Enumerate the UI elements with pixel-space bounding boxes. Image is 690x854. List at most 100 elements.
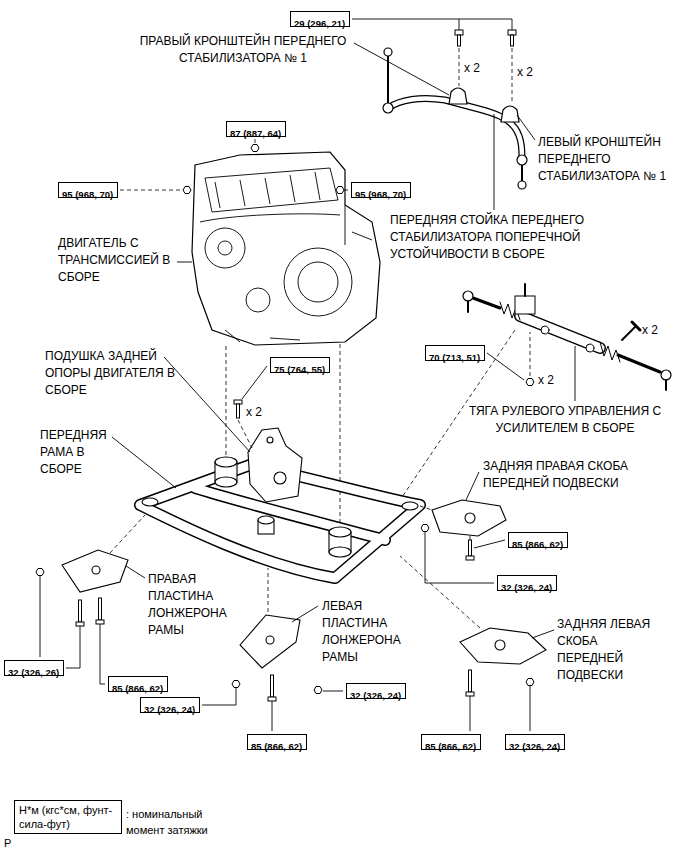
quantity-label: x 2 — [464, 60, 480, 77]
dashed-guide — [120, 190, 182, 191]
engine-mount — [215, 457, 237, 467]
torque-spec-box: 29 (296, 21) — [290, 11, 350, 27]
engine-detail — [205, 168, 338, 212]
nut-symbol — [232, 681, 240, 688]
dashed-guide — [420, 506, 432, 510]
bolt-symbol — [76, 622, 84, 626]
nut-symbol — [526, 679, 534, 686]
torque-spec-box: 85 (866, 62) — [508, 532, 568, 548]
torque-spec-box: 32 (326, 24) — [140, 697, 200, 713]
stabilizer-bar — [383, 103, 393, 113]
engine-detail — [215, 172, 320, 208]
quantity-label: x 2 — [538, 372, 554, 389]
bolt-symbol — [469, 540, 472, 556]
steering-rack — [661, 370, 671, 380]
leader-line — [487, 353, 524, 380]
bolt-symbol — [268, 697, 276, 701]
leader-line — [425, 532, 494, 583]
part-label: ПЕРЕДНЯЯ СТОЙКА ПЕРЕДНЕГО СТАБИЛИЗАТОРА … — [390, 212, 622, 263]
leader-line — [487, 346, 575, 401]
torque-value: 95 (968, 70) — [62, 189, 113, 201]
dashed-guide — [459, 48, 512, 104]
bolt-symbol — [455, 30, 463, 35]
bolt-symbol — [76, 598, 104, 626]
leader-line — [242, 366, 267, 399]
steering-rack — [524, 284, 526, 296]
bolt-symbol — [469, 670, 472, 692]
steering-rack — [463, 284, 671, 390]
leader-line — [512, 19, 513, 30]
dashed-guide — [512, 48, 513, 104]
dashed-guide — [459, 48, 460, 86]
suspension-bracket — [460, 628, 546, 664]
leader-line — [112, 437, 176, 488]
stabilizer-bar — [518, 181, 526, 189]
torque-value: 32 (326, 24) — [509, 741, 560, 753]
leader-line — [466, 472, 479, 500]
torque-spec-box: 32 (326, 26) — [4, 660, 64, 676]
steering-rack — [473, 298, 500, 308]
rear-engine-mount — [274, 472, 286, 484]
torque-value: 32 (326, 24) — [144, 704, 195, 716]
steering-rack — [541, 326, 549, 334]
stabilizer-bar — [383, 48, 527, 189]
front-frame — [140, 465, 420, 578]
dashed-guide — [268, 568, 269, 612]
frame-side-plate — [92, 566, 100, 574]
suspension-bracket — [432, 500, 506, 536]
nut-symbol — [36, 569, 44, 576]
torque-spec-box: 70 (713, 51) — [425, 345, 485, 361]
torque-spec-box: 95 (968, 70) — [351, 182, 411, 198]
leader-line — [177, 262, 192, 263]
suspension-bracket — [432, 500, 506, 536]
part-label: ПРАВЫЙ КРОНШТЕЙН ПЕРЕДНЕГО СТАБИЛИЗАТОРА… — [118, 33, 368, 67]
steering-rack — [622, 326, 636, 340]
torque-spec-box: 87 (887, 64) — [226, 121, 286, 137]
nut-symbol — [314, 687, 322, 694]
dashed-guide — [400, 556, 480, 628]
part-label: ПОДУШКА ЗАДНЕЙ ОПОРЫ ДВИГАТЕЛЯ В СБОРЕ — [45, 348, 195, 399]
engine-detail — [298, 262, 338, 302]
part-label: ДВИГАТЕЛЬ С ТРАНСМИССИЕЙ В СБОРЕ — [58, 235, 183, 286]
stabilizer-bracket — [449, 88, 467, 104]
part-label: ЛЕВАЯ ПЛАСТИНА ЛОНЖЕРОНА РАМЫ — [322, 598, 412, 666]
dashed-guide — [400, 556, 480, 628]
nut-symbol — [183, 145, 344, 194]
dashed-guide — [340, 344, 341, 530]
bolt-symbol — [508, 30, 516, 35]
legend-text: : номинальный момент затяжки — [126, 806, 218, 838]
leader-line — [517, 115, 535, 140]
torque-value: 75 (764, 55) — [274, 364, 325, 376]
figure-code: P — [4, 836, 11, 850]
stabilizer-bracket — [449, 88, 519, 122]
torque-spec-box: 85 (866, 62) — [421, 734, 481, 750]
part-label: ЛЕВЫЙ КРОНШТЕЙН ПЕРЕДНЕГО СТАБИЛИЗАТОРА … — [538, 134, 680, 185]
torque-value: 85 (866, 62) — [112, 683, 163, 695]
part-label: ПРАВАЯ ПЛАСТИНА ЛОНЖЕРОНА РАМЫ — [148, 571, 238, 639]
nut-symbol — [336, 187, 344, 194]
frame-side-plate — [240, 615, 300, 668]
frame-side-plate — [240, 615, 300, 668]
rear-engine-mount — [248, 428, 302, 502]
torque-value: 32 (326, 24) — [501, 582, 552, 594]
leader-line — [126, 566, 145, 578]
bolt-symbol — [234, 400, 242, 418]
engine-detail — [284, 248, 352, 316]
torque-spec-box: 32 (326, 24) — [346, 683, 406, 699]
nut-symbol — [36, 569, 44, 576]
dashed-guide — [226, 346, 227, 458]
leader-line — [164, 357, 250, 452]
bolt-symbol — [466, 540, 474, 560]
steering-rack — [632, 322, 640, 330]
engine-mount — [329, 527, 351, 537]
engine-detail — [200, 168, 372, 342]
dashed-guide — [238, 420, 252, 448]
bolt-symbol — [511, 35, 514, 46]
frame-side-plate — [62, 550, 128, 592]
bolt-symbol — [234, 400, 242, 404]
suspension-bracket — [495, 640, 505, 650]
engine-outline — [192, 152, 380, 345]
bolt-symbol — [79, 600, 82, 622]
leader-line — [470, 630, 554, 731]
torque-spec-box: 32 (326, 24) — [497, 575, 557, 591]
